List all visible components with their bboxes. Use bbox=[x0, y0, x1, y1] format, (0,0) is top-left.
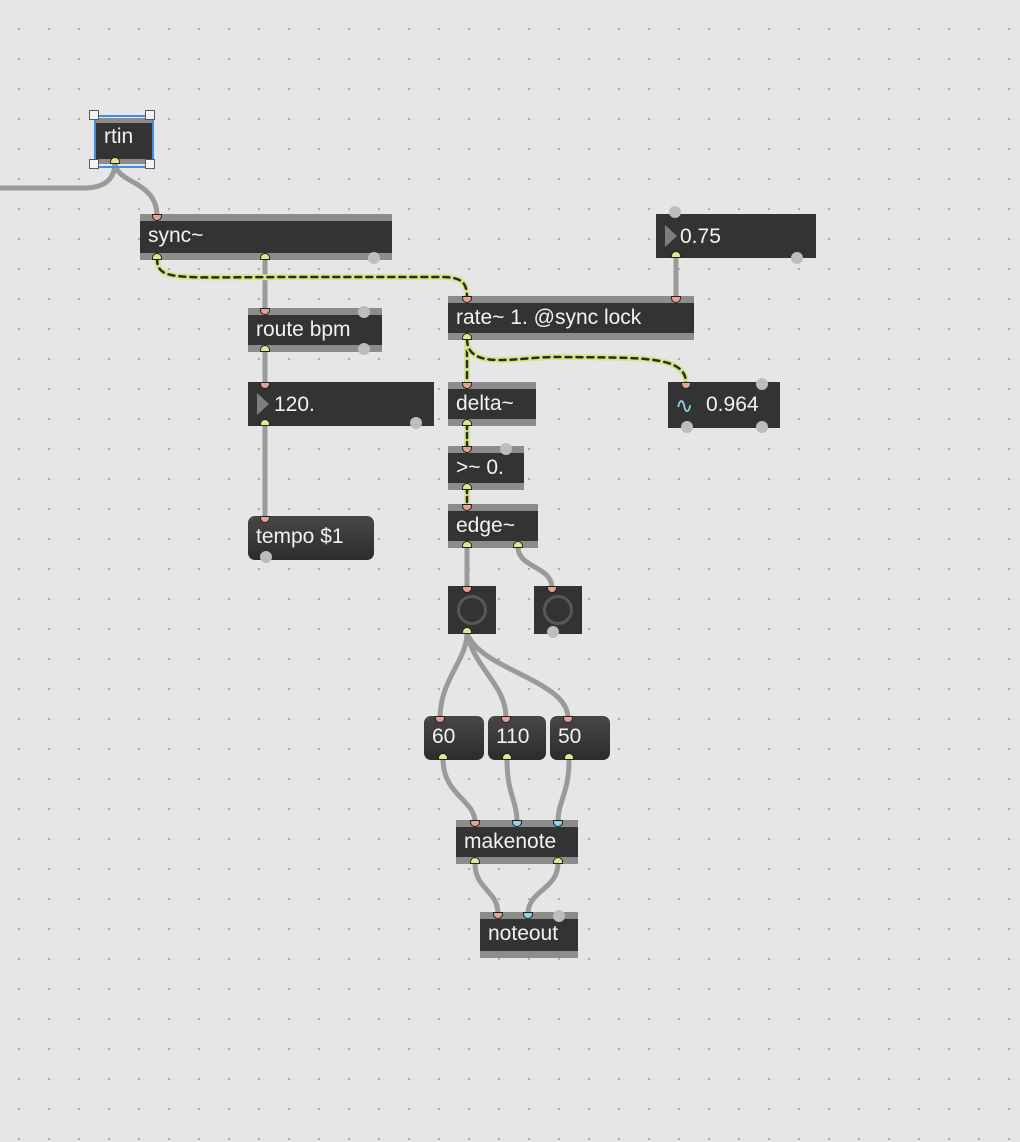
tempo-number-box[interactable]: 120. bbox=[248, 382, 434, 426]
signal-patchcord-dash bbox=[465, 337, 688, 385]
outlet[interactable] bbox=[553, 857, 563, 864]
signal-number-value: 0.964 bbox=[706, 393, 759, 416]
greater-than-label: >~ 0. bbox=[456, 456, 504, 479]
triangle-right-icon bbox=[257, 393, 269, 415]
velocity-message-label: 110 bbox=[496, 725, 530, 748]
patchcord bbox=[555, 756, 572, 825]
outlet[interactable] bbox=[438, 753, 448, 760]
signal-outlet[interactable] bbox=[152, 253, 162, 260]
velocity-message[interactable]: 110 bbox=[488, 716, 546, 760]
patchcord bbox=[440, 756, 478, 825]
edge-object[interactable]: edge~ bbox=[448, 504, 538, 548]
patchcord bbox=[464, 630, 509, 721]
tempo-number-value: 120. bbox=[274, 393, 315, 416]
rate-number-value: 0.75 bbox=[680, 225, 721, 248]
delta-label: delta~ bbox=[456, 392, 514, 415]
triangle-right-icon bbox=[665, 225, 677, 247]
signal-patchcord bbox=[154, 255, 470, 301]
outlet-dot bbox=[358, 343, 370, 355]
patchcord bbox=[472, 860, 501, 917]
outlet-dot bbox=[547, 626, 559, 638]
inlet-dot bbox=[553, 910, 565, 922]
outlet[interactable] bbox=[260, 419, 270, 426]
sync-label: sync~ bbox=[148, 224, 204, 247]
resize-handle[interactable] bbox=[145, 159, 155, 169]
noteout-label: noteout bbox=[488, 922, 559, 945]
greater-than-object[interactable]: >~ 0. bbox=[448, 446, 524, 490]
tempo-message-label: tempo $1 bbox=[256, 525, 344, 548]
patchcord bbox=[112, 159, 160, 219]
outlet[interactable] bbox=[513, 541, 523, 548]
inlet-dot bbox=[500, 443, 512, 455]
outlet-dot bbox=[260, 551, 272, 563]
outlet[interactable] bbox=[502, 753, 512, 760]
rate-object[interactable]: rate~ 1. @sync lock bbox=[448, 296, 694, 340]
pitch-message-label: 60 bbox=[432, 725, 456, 748]
patchcord bbox=[515, 544, 555, 591]
edge-label: edge~ bbox=[456, 514, 515, 537]
signal-outlet[interactable] bbox=[462, 333, 472, 340]
outlet[interactable] bbox=[470, 857, 480, 864]
bang-button-left[interactable] bbox=[448, 586, 496, 634]
makenote-label: makenote bbox=[464, 830, 557, 853]
signal-outlet[interactable] bbox=[462, 419, 472, 426]
signal-patchcord-dash bbox=[155, 256, 469, 300]
rate-label: rate~ 1. @sync lock bbox=[456, 306, 642, 329]
bang-circle-icon bbox=[457, 595, 487, 625]
outlet-dot bbox=[756, 421, 768, 433]
signal-outlet[interactable] bbox=[462, 483, 472, 490]
delta-object[interactable]: delta~ bbox=[448, 382, 536, 426]
outlet-dot bbox=[410, 417, 422, 429]
outlet-dot bbox=[368, 252, 380, 264]
resize-handle[interactable] bbox=[89, 110, 99, 120]
patchcord bbox=[504, 756, 520, 825]
outlet[interactable] bbox=[110, 157, 120, 164]
outlet[interactable] bbox=[260, 253, 270, 260]
rtin-object[interactable]: rtin bbox=[96, 118, 152, 164]
rtin-label: rtin bbox=[104, 125, 134, 148]
bang-circle-icon bbox=[543, 595, 573, 625]
outlet[interactable] bbox=[462, 627, 472, 634]
duration-message[interactable]: 50 bbox=[550, 716, 610, 760]
patchcord bbox=[525, 860, 561, 917]
outlet-dot bbox=[681, 421, 693, 433]
patchcord bbox=[437, 630, 470, 721]
bang-button-right[interactable] bbox=[534, 586, 582, 634]
route-bpm-object[interactable]: route bpm bbox=[248, 308, 382, 352]
duration-message-label: 50 bbox=[558, 725, 582, 748]
rate-number-box[interactable]: 0.75 bbox=[656, 214, 816, 258]
resize-handle[interactable] bbox=[145, 110, 155, 120]
pitch-message[interactable]: 60 bbox=[424, 716, 484, 760]
inlet-dot bbox=[669, 206, 681, 218]
resize-handle[interactable] bbox=[89, 159, 99, 169]
patchcord bbox=[464, 630, 571, 721]
outlet[interactable] bbox=[564, 753, 574, 760]
outlet-dot bbox=[791, 252, 803, 264]
signal-patchcord bbox=[464, 336, 689, 386]
outlet[interactable] bbox=[462, 541, 472, 548]
inlet-dot bbox=[756, 378, 768, 390]
outlet[interactable] bbox=[671, 251, 681, 258]
inlet-dot bbox=[358, 306, 370, 318]
outlet[interactable] bbox=[260, 345, 270, 352]
sine-wave-icon: ∿ bbox=[675, 393, 694, 418]
route-bpm-label: route bpm bbox=[256, 318, 351, 341]
